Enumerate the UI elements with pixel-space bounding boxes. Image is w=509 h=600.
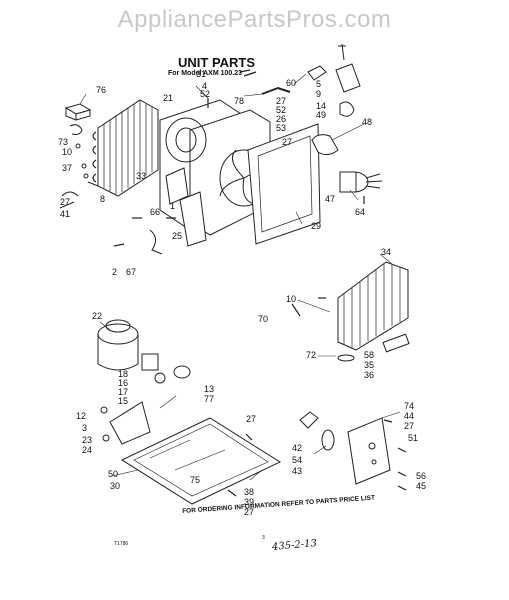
control-bracket <box>299 411 391 485</box>
diagram-title: UNIT PARTS <box>178 55 256 70</box>
rear-panel-frame <box>247 123 321 245</box>
callout: 52 <box>276 105 287 115</box>
tubing <box>149 229 163 255</box>
top-right-parts <box>307 43 361 156</box>
callout: 25 <box>172 231 183 241</box>
watermark-text: AppliancePartsPros.com <box>117 6 392 33</box>
callout: 33 <box>136 171 147 181</box>
callout: 51 <box>408 433 419 443</box>
callout: 76 <box>96 85 107 95</box>
callout: 36 <box>364 370 375 380</box>
callout: 43 <box>292 466 303 476</box>
callout: 16 <box>118 378 129 388</box>
callout: 8 <box>100 194 106 204</box>
callout: 10 <box>62 147 73 157</box>
callout: 52 <box>200 89 211 99</box>
callout: 53 <box>276 123 287 133</box>
callout: 72 <box>306 350 317 360</box>
callout: 29 <box>311 221 322 231</box>
callout: 44 <box>404 411 415 421</box>
callout: 54 <box>292 455 303 465</box>
callout: 38 <box>244 487 255 497</box>
callout: 48 <box>362 117 373 127</box>
callout: 26 <box>276 114 287 124</box>
callout: 15 <box>118 396 129 406</box>
callout: 75 <box>190 475 201 485</box>
callout: 37 <box>62 163 73 173</box>
callout: 2 <box>112 267 118 277</box>
callout: 31 <box>196 69 207 79</box>
callout: 64 <box>355 207 366 217</box>
callout: 50 <box>108 469 119 479</box>
compressor <box>97 319 191 384</box>
callout: 5 <box>316 79 322 89</box>
callout: 21 <box>163 93 174 103</box>
callout: 12 <box>76 411 87 421</box>
callout: 60 <box>286 78 297 88</box>
callout: 17 <box>118 387 129 397</box>
callout: 42 <box>292 443 303 453</box>
left-hardware <box>59 124 99 209</box>
callout: 66 <box>150 207 161 217</box>
callout: 13 <box>204 384 215 394</box>
callout: 73 <box>58 137 69 147</box>
diagram-subtitle: For Model AXM 100.23 <box>168 70 243 77</box>
callout: 34 <box>381 247 392 257</box>
callout: 3 <box>82 423 88 433</box>
callout: 39 <box>244 497 255 507</box>
callout: 27 <box>276 96 287 106</box>
callout: 18 <box>118 369 129 379</box>
callout: 47 <box>325 194 336 204</box>
callout: 14 <box>316 101 327 111</box>
callout: 49 <box>316 110 327 120</box>
callout: 30 <box>110 481 121 491</box>
callout: 56 <box>416 471 427 481</box>
callout: 27 <box>60 197 71 207</box>
fan-motor <box>339 171 383 193</box>
callout: 27 <box>404 421 415 431</box>
callout: 41 <box>60 209 71 219</box>
callout: 27 <box>246 414 257 424</box>
figure-code: T1786 <box>114 541 129 547</box>
callout: 24 <box>82 445 93 455</box>
callout: 22 <box>92 311 103 321</box>
left-condenser-coil <box>92 99 159 197</box>
callout: 9 <box>316 89 322 99</box>
callout: 77 <box>204 394 215 404</box>
central-blower-housing <box>159 99 271 247</box>
callout: 58 <box>364 350 375 360</box>
callout: 70 <box>258 314 269 324</box>
leader-lines <box>79 73 401 481</box>
callout: 27 <box>244 507 255 517</box>
callout: 67 <box>126 267 137 277</box>
callout: 1 <box>170 201 176 211</box>
compressor-mount <box>109 401 151 445</box>
callout: 4 <box>202 81 208 91</box>
callout: 78 <box>234 96 245 106</box>
base-pan <box>120 417 282 505</box>
callout: 23 <box>82 435 93 445</box>
page-mark: 3 <box>262 535 265 541</box>
callout: 35 <box>364 360 375 370</box>
callout: 10 <box>286 294 297 304</box>
callout: 27 <box>282 137 293 147</box>
screws <box>113 69 407 497</box>
callout: 45 <box>416 481 427 491</box>
right-evaporator-coil <box>337 261 410 362</box>
callout: 74 <box>404 401 415 411</box>
